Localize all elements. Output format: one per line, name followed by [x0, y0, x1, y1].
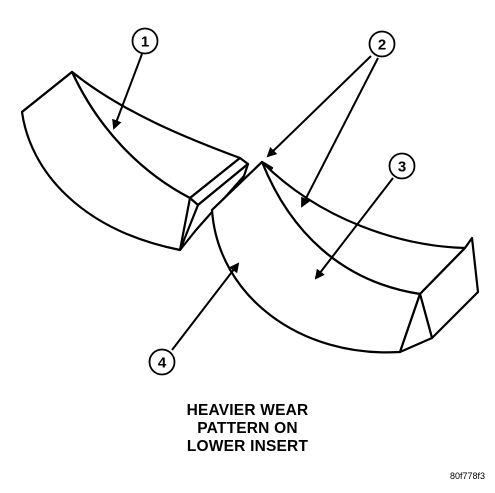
callout-4: 4 — [148, 348, 176, 376]
diagram-caption: HEAVIER WEAR PATTERN ON LOWER INSERT — [0, 402, 495, 456]
caption-line-2: PATTERN ON — [197, 420, 298, 437]
leader-3 — [314, 177, 394, 280]
leader-2a — [266, 55, 372, 158]
lower-bearing-insert — [210, 160, 480, 354]
caption-line-3: LOWER INSERT — [186, 438, 309, 455]
leader-1 — [112, 53, 143, 130]
callout-2: 2 — [368, 30, 396, 58]
callout-4-label: 4 — [158, 355, 167, 372]
callout-3: 3 — [388, 152, 416, 180]
leader-4 — [171, 262, 240, 351]
leader-lines — [112, 53, 394, 351]
figure-id: 80f778f3 — [449, 471, 485, 481]
callout-3-label: 3 — [398, 159, 406, 176]
leader-2b — [301, 57, 379, 208]
callout-1-label: 1 — [141, 34, 149, 51]
upper-bearing-insert — [20, 70, 250, 252]
callout-2-label: 2 — [378, 37, 386, 54]
caption-line-1: HEAVIER WEAR — [186, 402, 309, 419]
callout-1: 1 — [131, 27, 159, 55]
